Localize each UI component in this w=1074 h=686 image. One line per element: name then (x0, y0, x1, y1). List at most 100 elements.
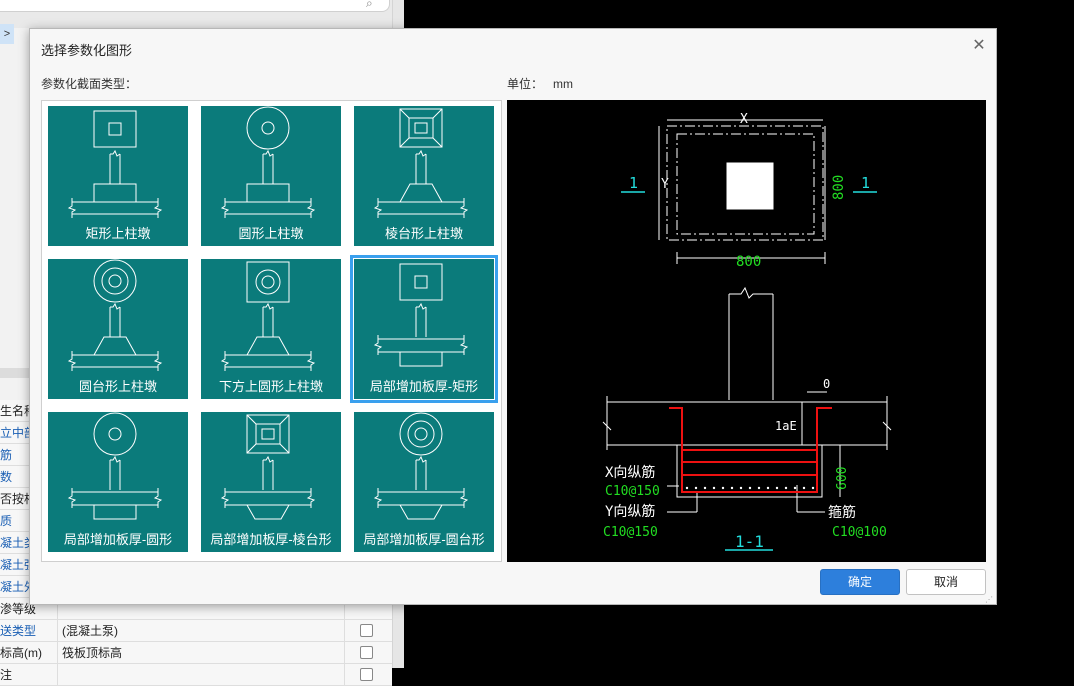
close-icon[interactable]: ✕ (972, 37, 986, 54)
y-bar-dot (775, 486, 779, 490)
dim-x-text: X (740, 112, 748, 127)
plan-column (261, 428, 275, 440)
tile-diagram-icon (220, 106, 316, 218)
property-name: 渗等级 (0, 602, 37, 616)
unit-caption: 单位： (507, 77, 544, 91)
shape-tile-rect-top[interactable]: 矩形上柱墩 (48, 106, 188, 246)
stem-break (263, 455, 274, 463)
y-bar-dot (802, 486, 806, 490)
slab-break (373, 335, 383, 355)
y-bar-dot (748, 486, 752, 490)
shape-tile-rect-thick[interactable]: 局部增加板厚-矩形 (350, 255, 498, 403)
property-row[interactable]: 送类型 (混凝土泵) (0, 620, 392, 642)
tile-diagram-icon (220, 414, 316, 520)
stem-break (110, 149, 121, 157)
column-plan (726, 162, 774, 210)
plan-outline-outer (666, 125, 824, 241)
slab-break (459, 198, 469, 218)
property-row[interactable]: 标高(m)筏板顶标高 (0, 642, 392, 664)
slab-break (459, 488, 469, 508)
ok-button[interactable]: 确定 (820, 569, 900, 595)
y-bar-dot (784, 486, 788, 490)
plan-circle (246, 106, 290, 150)
property-value[interactable]: (混凝土泵) (57, 620, 342, 642)
parametric-shape-dialog: 选择参数化图形 ✕ 参数化截面类型： 单位：mm 矩形上柱墩圆形上柱墩棱台形上柱… (29, 28, 997, 605)
shape-tile-circle-top[interactable]: 圆形上柱墩 (201, 106, 341, 246)
x-bar-label: X向纵筋 (605, 464, 655, 481)
plan-column (108, 274, 122, 288)
tile-drawing (67, 412, 163, 520)
dim-right-text: 800 (831, 175, 847, 200)
plan-column (414, 275, 428, 289)
slab-break (220, 198, 230, 218)
slab-break (306, 488, 316, 508)
property-checkbox[interactable] (360, 668, 373, 681)
slab-break (306, 351, 316, 371)
property-value[interactable]: 筏板顶标高 (57, 642, 342, 664)
unit-value: mm (553, 77, 574, 91)
tile-drawing (373, 108, 469, 218)
thickening (399, 351, 443, 367)
shape-tile-cone-top[interactable]: 圆台形上柱墩 (48, 259, 188, 399)
plan-edge (279, 443, 290, 454)
property-row[interactable]: 注 (0, 664, 392, 686)
plan-edge (432, 108, 443, 119)
property-value[interactable] (57, 598, 342, 620)
pier (93, 183, 137, 203)
expand-arrow[interactable]: > (0, 24, 14, 44)
shape-tile-cone-thick[interactable]: 局部增加板厚-圆台形 (354, 412, 494, 552)
property-name: 凝土外 (0, 580, 37, 594)
dim-lae-text: 1aE (775, 419, 797, 433)
y-bar-dot (703, 486, 707, 490)
property-checkbox[interactable] (360, 646, 373, 659)
plan-column (414, 427, 428, 441)
shape-tile-label: 局部增加板厚-矩形 (369, 379, 479, 394)
slab-break (67, 351, 77, 371)
property-name: 数 (0, 470, 13, 484)
stirrup-value: C10@100 (832, 525, 887, 540)
search-icon[interactable]: ⌕ (366, 0, 373, 10)
shape-tile-square-circle-top[interactable]: 下方上圆形上柱墩 (201, 259, 341, 399)
plan-circle-inner (101, 267, 129, 295)
dim-bottom-text: 800 (736, 254, 761, 270)
plan-edge (399, 108, 410, 119)
plan-square (93, 110, 137, 148)
dim-y-text: Y (661, 177, 669, 192)
search-box[interactable] (0, 0, 390, 12)
shape-tile-label: 棱台形上柱墩 (384, 226, 463, 241)
property-value[interactable] (57, 664, 342, 686)
plan-square (399, 108, 443, 148)
shape-tile-circle-thick[interactable]: 局部增加板厚-圆形 (48, 412, 188, 552)
y-bar-dot (793, 486, 797, 490)
tile-drawing (373, 412, 469, 520)
plan-circle-inner (407, 420, 435, 448)
y-bar-dot (694, 486, 698, 490)
shape-tile-frustum-thick[interactable]: 局部增加板厚-棱台形 (201, 412, 341, 552)
property-name: 送类型 (0, 624, 37, 638)
shape-tile-label: 局部增加板厚-棱台形 (210, 532, 332, 547)
stem-break (416, 302, 427, 310)
stem-break (263, 302, 274, 310)
y-bar-dot (712, 486, 716, 490)
shape-tile-label: 局部增加板厚-圆形 (63, 532, 173, 547)
property-name: 注 (0, 668, 13, 682)
tile-diagram-icon (373, 263, 469, 367)
tile-diagram-icon (220, 261, 316, 371)
tile-diagram-icon (67, 110, 163, 218)
thickening (246, 504, 290, 520)
thickening (399, 504, 443, 520)
pier (399, 183, 443, 203)
stirrup-label: 箍筋 (828, 504, 856, 521)
cancel-button[interactable]: 取消 (906, 569, 986, 595)
tile-diagram-icon (67, 259, 163, 371)
resize-grip-icon[interactable]: ⋰ (985, 595, 993, 604)
y-bar-dot (685, 486, 689, 490)
stem-break (263, 149, 274, 157)
slab-break (153, 351, 163, 371)
tile-drawing (67, 110, 163, 218)
property-check-cell (344, 642, 392, 664)
shape-tile-frustum-top[interactable]: 棱台形上柱墩 (354, 106, 494, 246)
property-checkbox[interactable] (360, 624, 373, 637)
slab-break (153, 198, 163, 218)
tile-drawing (220, 106, 316, 218)
